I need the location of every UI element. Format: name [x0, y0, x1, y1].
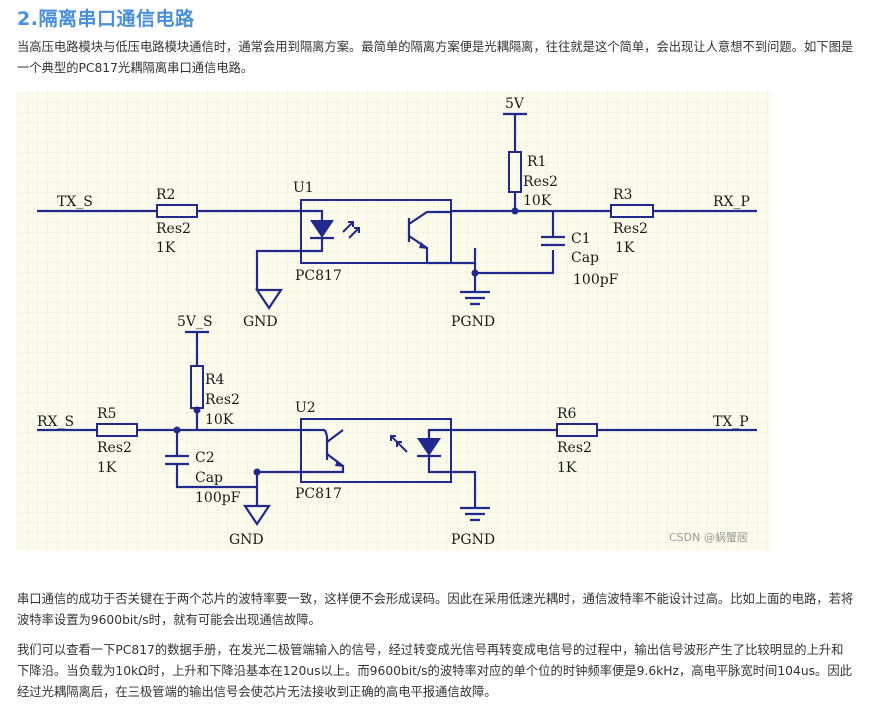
- r5-value: 1K: [97, 460, 117, 476]
- u1-part-number: PC817: [295, 268, 342, 284]
- bottom-circuit: RX_S R5 Res2 1K 5V_S R4 Res2 10K C2 Cap …: [37, 314, 757, 548]
- r3-type: Res2: [613, 221, 648, 237]
- watermark: CSDN @蜗蟹居: [669, 530, 748, 544]
- net-label-rx-p: RX_P: [713, 194, 750, 210]
- gnd-label-2: GND: [229, 532, 264, 548]
- body-paragraph-baud-rate: 串口通信的成功于否关键在于两个芯片的波特率要一致，这样便不会形成误码。因此在采用…: [17, 592, 854, 627]
- u2-designator: U2: [295, 400, 316, 416]
- c2-type: Cap: [195, 470, 223, 486]
- gnd-label-1: GND: [243, 314, 278, 330]
- r4-designator: R4: [205, 372, 225, 388]
- r2-designator: R2: [156, 187, 175, 203]
- r4-value: 10K: [205, 412, 234, 428]
- u1-designator: U1: [293, 180, 314, 196]
- r3-value: 1K: [615, 240, 635, 256]
- net-label-rx-s: RX_S: [37, 414, 74, 430]
- r4-type: Res2: [205, 392, 240, 408]
- optocoupler-circuit-schematic: TX_S R2 Res2 1K U1 PC817 5V R1 Res2 10K: [17, 92, 770, 550]
- optocoupler-u2: [300, 418, 452, 483]
- c1-type: Cap: [571, 250, 599, 266]
- c2-designator: C2: [195, 450, 215, 466]
- r5-type: Res2: [97, 440, 132, 456]
- r1-designator: R1: [527, 154, 546, 170]
- r6-type: Res2: [557, 440, 592, 456]
- net-label-tx-s: TX_S: [57, 194, 93, 210]
- c2-value: 100pF: [195, 490, 241, 506]
- r1-type: Res2: [523, 174, 558, 190]
- u2-part-number: PC817: [295, 486, 342, 502]
- r6-designator: R6: [557, 406, 577, 422]
- vcc-5v-s-label: 5V_S: [177, 314, 213, 330]
- net-label-tx-p: TX_P: [713, 414, 749, 430]
- r5-designator: R5: [97, 406, 116, 422]
- c1-value: 100pF: [573, 272, 619, 288]
- r6-value: 1K: [557, 460, 577, 476]
- r1-value: 10K: [523, 193, 552, 209]
- body-paragraph-datasheet: 我们可以查看一下PC817的数据手册，在发光二极管端输入的信号，经过转变成光信号…: [17, 643, 852, 699]
- r3-designator: R3: [613, 187, 632, 203]
- intro-paragraph: 当高压电路模块与低压电路模块通信时，通常会用到隔离方案。最简单的隔离方案便是光耦…: [17, 40, 854, 75]
- vcc-5v-label: 5V: [505, 96, 525, 112]
- top-circuit: TX_S R2 Res2 1K U1 PC817 5V R1 Res2 10K: [37, 96, 757, 330]
- c1-designator: C1: [571, 231, 591, 247]
- u2-led-icon: [417, 438, 441, 456]
- section-heading: 2.隔离串口通信电路: [17, 8, 195, 30]
- pgnd-label-1: PGND: [451, 314, 495, 330]
- u1-led-icon: [310, 220, 334, 238]
- optocoupler-u1: [300, 199, 452, 264]
- r2-type: Res2: [156, 221, 191, 237]
- pgnd-label-2: PGND: [451, 532, 495, 548]
- r2-value: 1K: [156, 240, 176, 256]
